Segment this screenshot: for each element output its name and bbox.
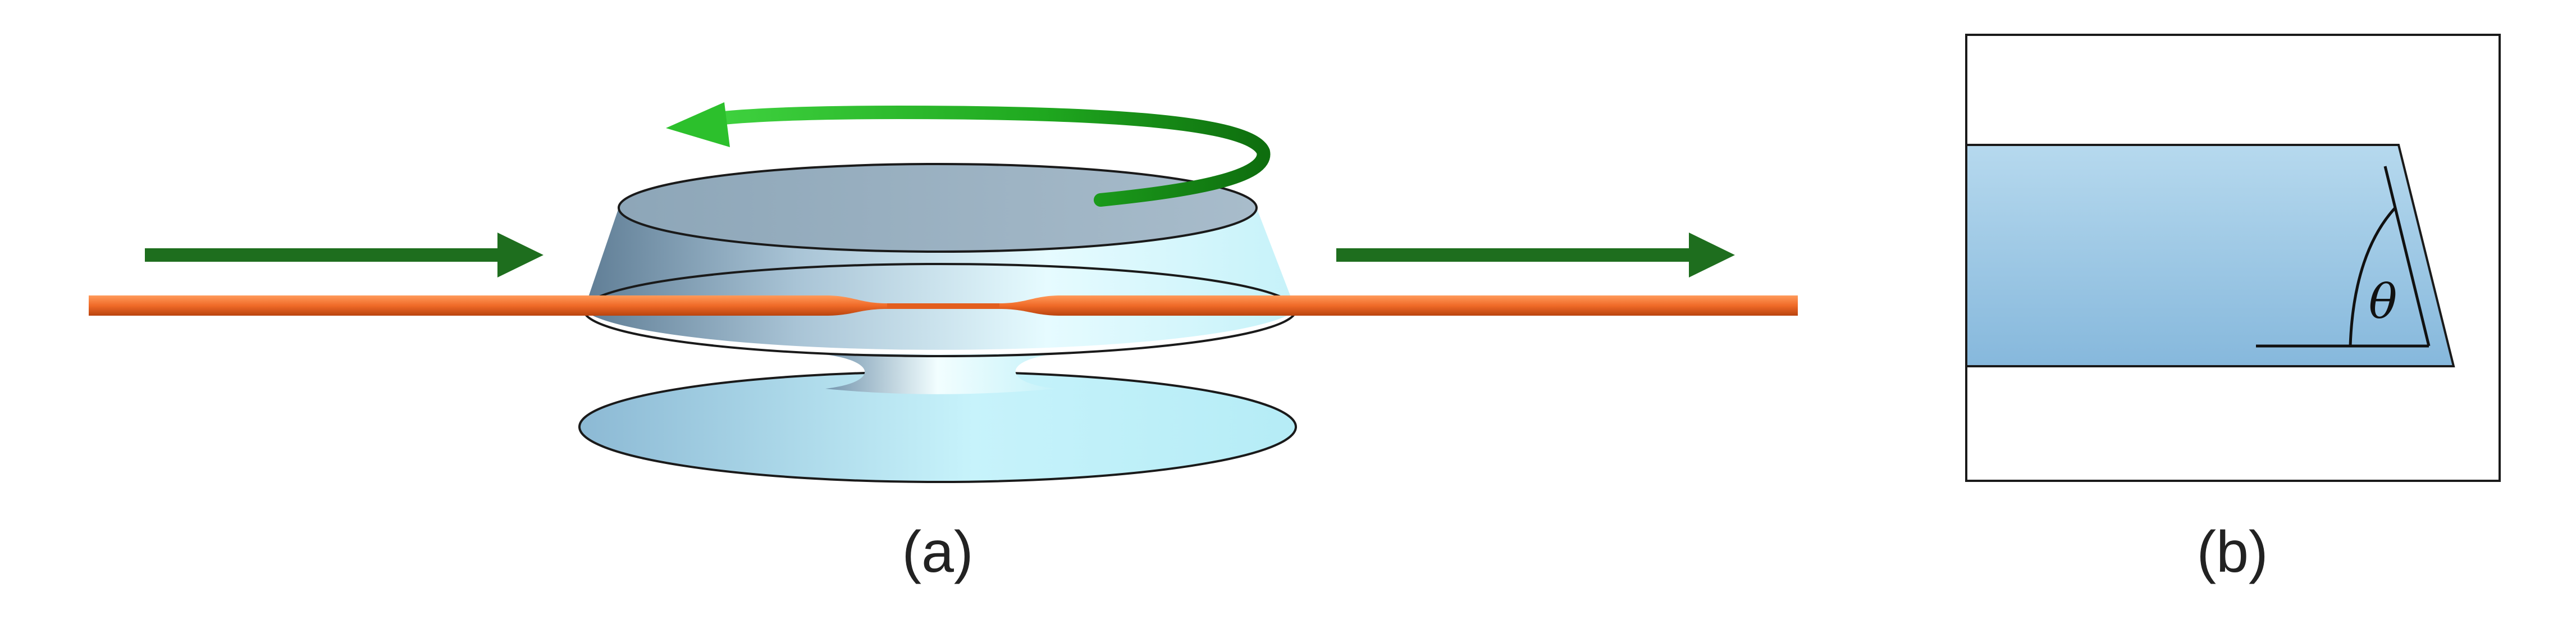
arrow-right-icon [145,233,543,277]
panel-a: (a) [89,102,1798,585]
angle-slant-line [2383,166,2431,347]
panel-a-caption: (a) [902,520,973,585]
tapered-fiber [89,295,1798,316]
arrow-right-icon [1336,233,1735,277]
rotation-arrow-icon [666,102,1271,207]
angle-arc [2349,207,2396,347]
bottom-disk [578,354,1297,483]
angle-theta-label: θ [2369,274,2397,329]
panel-b: θ (b) [1965,34,2501,585]
support-stem [820,354,1056,394]
fiber-left [89,295,887,316]
panel-b-caption: (b) [2196,520,2268,585]
wedge-cross-section [1965,144,2455,367]
fiber-waist [887,303,999,309]
resonator-top-face [618,163,1258,253]
fiber-right [999,295,1798,316]
